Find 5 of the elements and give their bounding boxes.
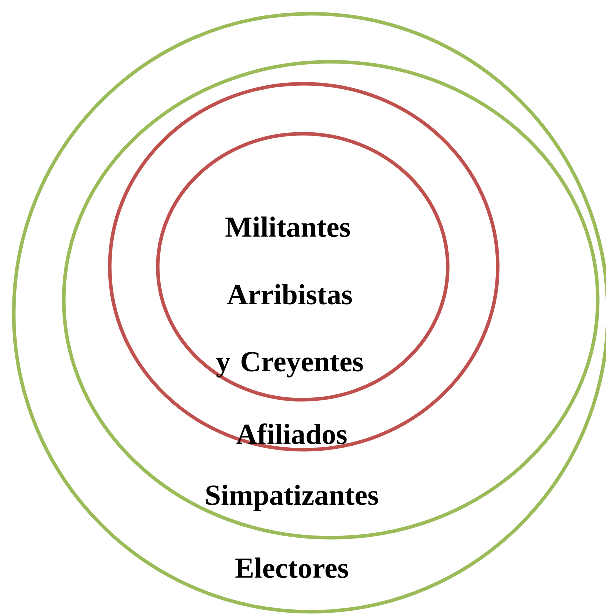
ring-label: Simpatizantes	[206, 484, 378, 512]
ring-label: Arribistas y Creyentes	[216, 284, 364, 378]
ring-label: Afiliados	[236, 424, 347, 444]
ring-label: Militantes	[226, 216, 350, 238]
ring-label: Electores	[236, 558, 348, 578]
